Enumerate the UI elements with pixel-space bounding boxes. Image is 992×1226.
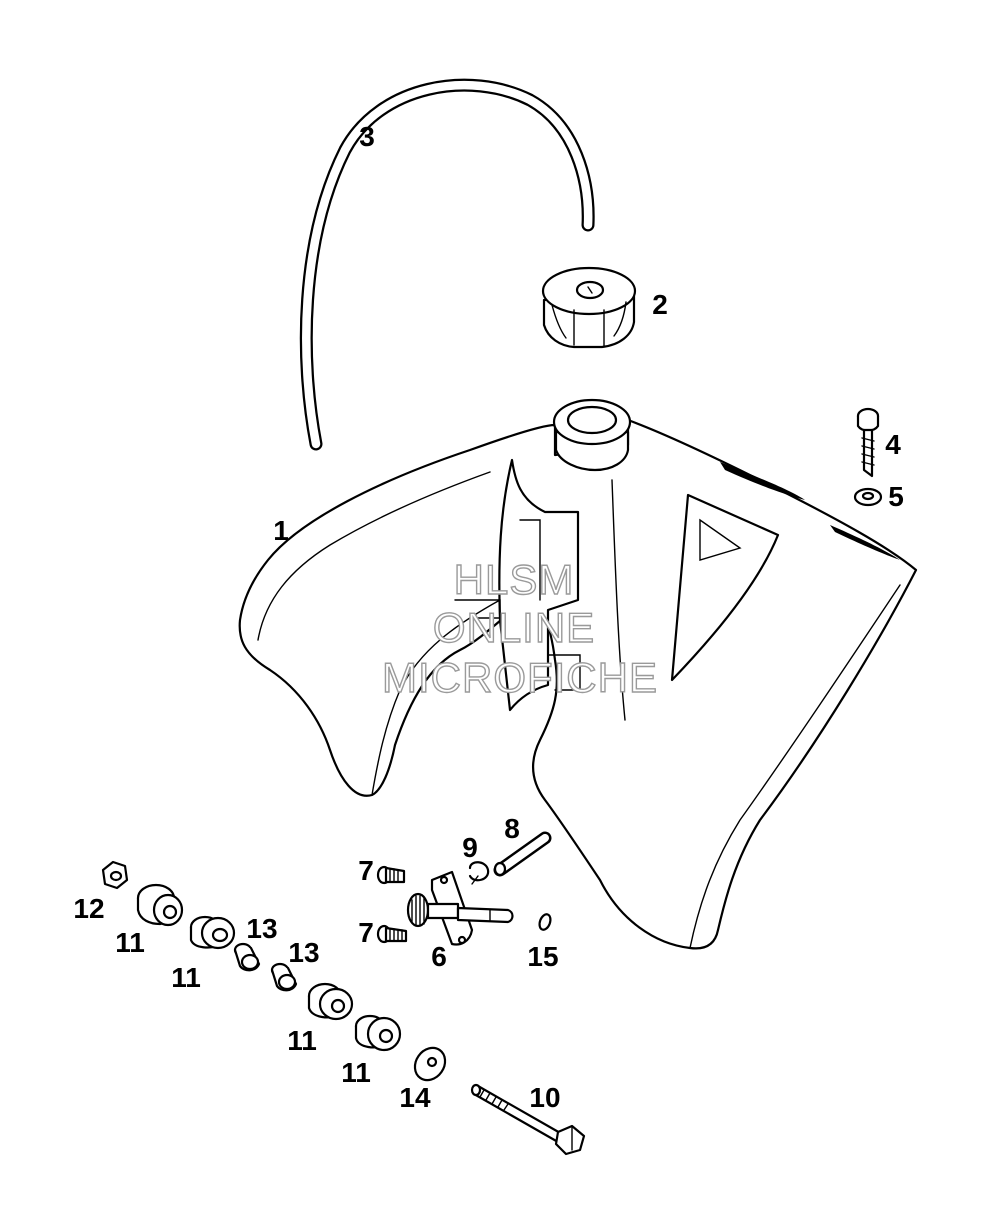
grommet-part-11-b <box>189 915 236 950</box>
callout-11-a: 11 <box>115 927 145 958</box>
fuel-tap <box>406 870 514 946</box>
o-ring-part-15 <box>538 913 552 931</box>
callout-12: 12 <box>73 893 104 924</box>
watermark-line-2: ONLINE <box>433 604 595 651</box>
callout-2: 2 <box>652 289 668 320</box>
callout-10: 10 <box>529 1082 560 1113</box>
grommet-part-11-a <box>136 883 184 927</box>
callout-11-c: 11 <box>287 1025 317 1056</box>
spacer-part-13-b <box>270 962 298 992</box>
callout-7-upper: 7 <box>358 855 374 886</box>
callout-11-d: 11 <box>341 1057 371 1088</box>
callout-11-b: 11 <box>171 962 201 993</box>
grommet-part-11-d <box>354 1014 402 1052</box>
watermark-line-1: HLSM <box>454 556 575 603</box>
screw-part-7-lower <box>376 924 408 944</box>
nut-part-12 <box>101 860 129 890</box>
callout-14: 14 <box>399 1082 431 1113</box>
callout-8: 8 <box>504 813 520 844</box>
watermark-line-3: MICROFICHE <box>382 654 658 701</box>
washer-part-5 <box>853 487 883 507</box>
callout-1: 1 <box>273 515 289 546</box>
fuel-line <box>493 831 552 877</box>
callout-4: 4 <box>885 429 901 460</box>
callout-5: 5 <box>888 481 904 512</box>
bolt-part-10 <box>470 1083 586 1156</box>
callout-labels: 1 2 3 4 5 6 7 7 8 9 10 11 11 11 11 12 13… <box>73 121 903 1113</box>
vent-hose <box>299 78 595 451</box>
callout-3: 3 <box>359 121 375 152</box>
callout-7-lower: 7 <box>358 917 374 948</box>
watermark: HLSM ONLINE MICROFICHE <box>381 555 658 701</box>
callout-15: 15 <box>527 941 558 972</box>
fuel-tank <box>238 398 918 950</box>
callout-13-a: 13 <box>246 913 277 944</box>
callout-9: 9 <box>462 832 478 863</box>
screw-part-7-upper <box>376 865 406 885</box>
spacer-part-13-a <box>233 942 261 972</box>
hose-clip <box>468 861 490 885</box>
callout-6: 6 <box>431 941 447 972</box>
screw-part-4 <box>856 407 880 478</box>
fuel-cap <box>541 266 637 349</box>
grommet-part-11-c <box>307 982 354 1021</box>
washer-part-14 <box>413 1046 447 1082</box>
callout-13-b: 13 <box>288 937 319 968</box>
